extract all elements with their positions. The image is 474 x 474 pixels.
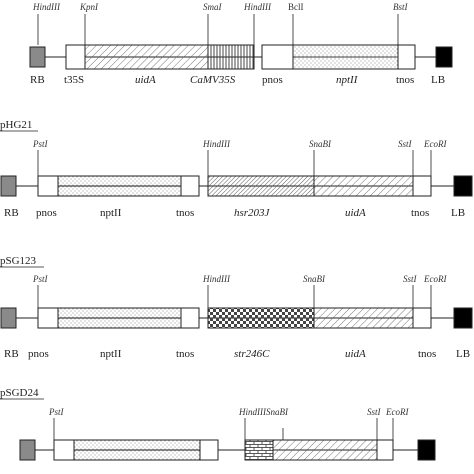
site-label: EcoRI xyxy=(423,274,447,284)
site-label: BclI xyxy=(288,2,304,12)
terminator-tnos xyxy=(180,307,200,329)
left-border xyxy=(435,46,453,68)
element-label: LB xyxy=(456,348,470,360)
promoter-pnos xyxy=(53,439,75,461)
site-label: PstI xyxy=(48,407,65,417)
element-label: pnos xyxy=(28,348,49,360)
terminator-tnos xyxy=(199,439,219,461)
promoter-fragment xyxy=(244,439,274,461)
site-label: SnaBI xyxy=(309,139,332,149)
site-label: PstI xyxy=(32,274,49,284)
promoter-pnos xyxy=(261,44,294,70)
left-border xyxy=(417,439,436,461)
site-label: PstI xyxy=(32,139,49,149)
left-border xyxy=(453,175,473,197)
element-label: hsr203J xyxy=(234,207,271,219)
promoter-pnos xyxy=(37,307,59,329)
site-label: HindIII xyxy=(202,274,231,284)
construct-psgd24: pSGD24 PstI HindIII SnaBI SstI EcoRI xyxy=(0,387,436,461)
site-label: SnaBI xyxy=(266,407,289,417)
gene-uida xyxy=(313,175,414,197)
element-label: LB xyxy=(451,207,465,219)
element-label: nptII xyxy=(100,348,122,360)
element-label: uidA xyxy=(135,74,156,86)
gene-uida xyxy=(84,44,209,70)
element-label: uidA xyxy=(345,348,366,360)
element-label: t35S xyxy=(64,74,84,86)
right-border xyxy=(19,439,36,461)
site-label: SnaBI xyxy=(303,274,326,284)
right-border xyxy=(0,307,17,329)
element-label: RB xyxy=(4,207,19,219)
element-label: CaMV35S xyxy=(190,74,236,86)
site-label: SstI xyxy=(398,139,413,149)
site-label: KpnI xyxy=(79,2,99,12)
site-label: HindIII xyxy=(243,2,272,12)
promoter-hsr203j xyxy=(207,175,315,197)
terminator-t35s xyxy=(65,44,86,70)
terminator-tnos xyxy=(376,439,394,461)
element-label: str246C xyxy=(234,348,270,360)
promoter-pnos xyxy=(37,175,59,197)
element-label: pnos xyxy=(262,74,283,86)
construct-title: pHG21 xyxy=(0,119,32,131)
gene-nptii xyxy=(57,175,182,197)
terminator-tnos xyxy=(412,307,432,329)
site-label: HindIII xyxy=(32,2,61,12)
element-label: tnos xyxy=(176,348,194,360)
right-border xyxy=(0,175,17,197)
element-label: LB xyxy=(431,74,445,86)
element-label: tnos xyxy=(176,207,194,219)
site-label: EcoRI xyxy=(423,139,447,149)
site-label: HindIII xyxy=(238,407,267,417)
construct-phg21: pHG21 PstI HindIII SnaBI SstI EcoRI RB p… xyxy=(0,119,473,219)
promoter-camv35s xyxy=(207,44,255,70)
site-label: EcoRI xyxy=(385,407,409,417)
construct-psg123: pSG123 PstI HindIII SnaBI SstI EcoRI RB … xyxy=(0,255,473,360)
construct-title: pSGD24 xyxy=(0,387,39,399)
site-label: SmaI xyxy=(203,2,222,12)
element-label: pnos xyxy=(36,207,57,219)
element-label: nptII xyxy=(100,207,122,219)
element-label: RB xyxy=(4,348,19,360)
element-label: uidA xyxy=(345,207,366,219)
right-border xyxy=(29,46,46,68)
gene-uida xyxy=(272,439,378,461)
element-label: RB xyxy=(30,74,45,86)
element-label: nptII xyxy=(336,74,359,86)
site-label: HindIII xyxy=(202,139,231,149)
site-label: SstI xyxy=(367,407,382,417)
gene-uida xyxy=(313,307,414,329)
gene-nptii xyxy=(292,44,399,70)
element-label: tnos xyxy=(418,348,436,360)
terminator-tnos xyxy=(412,175,432,197)
left-border xyxy=(453,307,473,329)
element-label: tnos xyxy=(411,207,429,219)
site-label: SstI xyxy=(403,274,418,284)
construct-1: HindIII KpnI SmaI HindIII BclI BstI RB t… xyxy=(29,2,453,86)
site-label: BstI xyxy=(393,2,409,12)
terminator-tnos xyxy=(180,175,200,197)
gene-nptii xyxy=(57,307,182,329)
gene-nptii xyxy=(73,439,201,461)
element-label: tnos xyxy=(396,74,414,86)
promoter-str246c xyxy=(207,307,315,329)
terminator-tnos xyxy=(397,44,416,70)
construct-title: pSG123 xyxy=(0,255,37,267)
